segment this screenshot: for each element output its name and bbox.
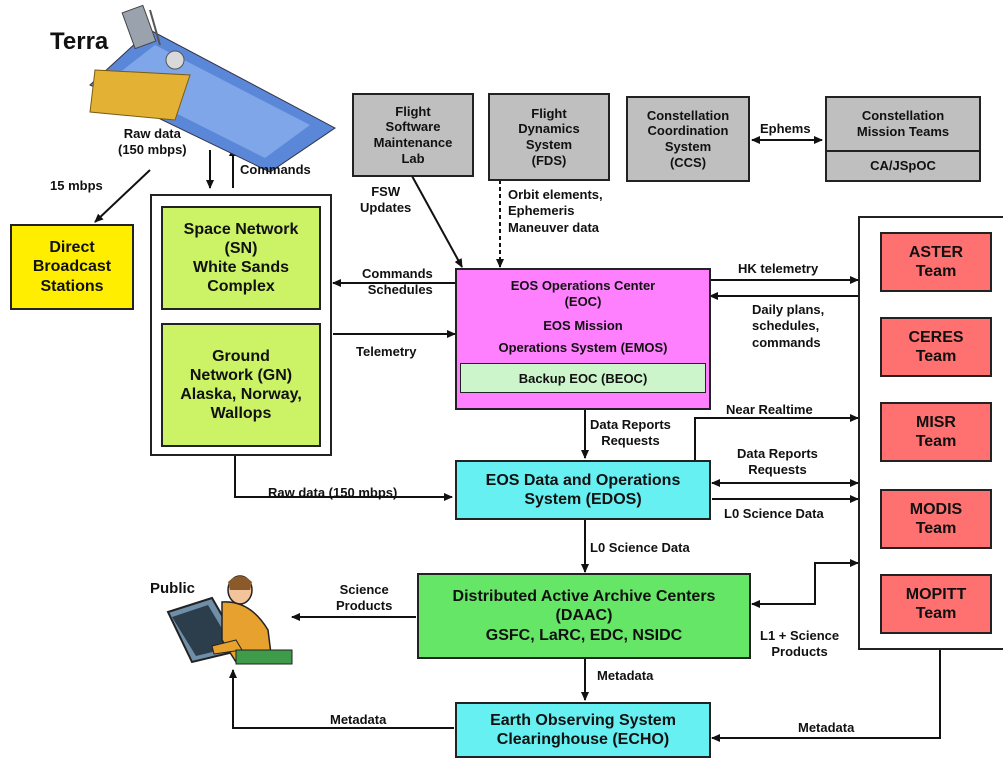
aster-team[interactable]: ASTER Team (880, 232, 992, 292)
backup-eoc[interactable]: Backup EOC (BEOC) (460, 363, 706, 394)
label-commands: Commands (240, 162, 311, 177)
ground-network[interactable]: Ground Network (GN) Alaska, Norway, Wall… (161, 323, 321, 447)
label-science-products: Science Products (336, 582, 393, 614)
arrow-metadata-teams (711, 650, 941, 742)
terra-satellite-icon (89, 4, 336, 173)
modis-team[interactable]: MODIS Team (880, 489, 992, 549)
cmt-subtitle: CA/JSpOC (827, 150, 979, 180)
label-hk-telemetry: HK telemetry (738, 261, 819, 276)
eoc-title: EOS Operations Center (EOC) (510, 278, 656, 309)
satellite-name: Terra (50, 28, 109, 55)
label-data-reports-eoc: Data Reports Requests (590, 417, 671, 449)
arrow-fsw-updates (411, 175, 463, 268)
arrow-near-realtime (694, 414, 859, 475)
label-metadata-public: Metadata (330, 712, 387, 727)
fsw-maintenance-lab[interactable]: Flight Software Maintenance Lab (352, 93, 474, 177)
constellation-mission-teams[interactable]: Constellation Mission Teams CA/JSpOC (825, 96, 981, 182)
constellation-coordination-system[interactable]: Constellation Coordination System (CCS) (626, 96, 750, 182)
public-user-icon (166, 575, 293, 665)
label-l0-teams: L0 Science Data (724, 506, 824, 521)
arrow-metadata-public (229, 669, 454, 729)
arrow-raw-data-gn (234, 455, 453, 501)
label-near-realtime: Near Realtime (726, 402, 813, 417)
eos-data-operations-system[interactable]: EOS Data and Operations System (EDOS) (455, 460, 711, 520)
label-ephems: Ephems (760, 121, 811, 136)
eos-operations-center[interactable]: EOS Operations Center (EOC) EOS Mission … (455, 268, 711, 410)
label-data-reports-teams: Data Reports Requests (737, 446, 818, 478)
ceres-team[interactable]: CERES Team (880, 317, 992, 377)
direct-broadcast-stations[interactable]: Direct Broadcast Stations (10, 224, 134, 310)
arrow-l1-products (752, 559, 859, 605)
label-daily-plans: Daily plans, schedules, commands (752, 302, 825, 350)
label-l0-daac: L0 Science Data (590, 540, 690, 555)
label-metadata-daac: Metadata (597, 668, 654, 683)
public-label: Public (150, 580, 196, 597)
mopitt-team[interactable]: MOPITT Team (880, 574, 992, 634)
eos-clearinghouse[interactable]: Earth Observing System Clearinghouse (EC… (455, 702, 711, 758)
flight-dynamics-system[interactable]: Flight Dynamics System (FDS) (488, 93, 610, 181)
cmt-title: Constellation Mission Teams (856, 108, 950, 139)
label-metadata-teams: Metadata (798, 720, 855, 735)
label-commands-schedules: Commands Schedules (362, 266, 433, 298)
label-orbit-elements: Orbit elements, Ephemeris Maneuver data (508, 187, 603, 235)
label-15mbps: 15 mbps (50, 178, 103, 193)
label-fsw-updates: FSW Updates (360, 184, 412, 216)
arrow-15mbps (94, 169, 151, 223)
label-raw-data: Raw data (150 mbps) (118, 126, 187, 158)
label-raw-data-gn: Raw data (150 mbps) (268, 485, 398, 500)
label-telemetry: Telemetry (356, 344, 417, 359)
emos-title: EOS Mission Operations System (EMOS) (498, 318, 668, 356)
label-l1-products: L1 + Science Products (760, 628, 840, 660)
misr-team[interactable]: MISR Team (880, 402, 992, 462)
distributed-active-archive-centers[interactable]: Distributed Active Archive Centers (DAAC… (417, 573, 751, 659)
space-network[interactable]: Space Network (SN) White Sands Complex (161, 206, 321, 310)
